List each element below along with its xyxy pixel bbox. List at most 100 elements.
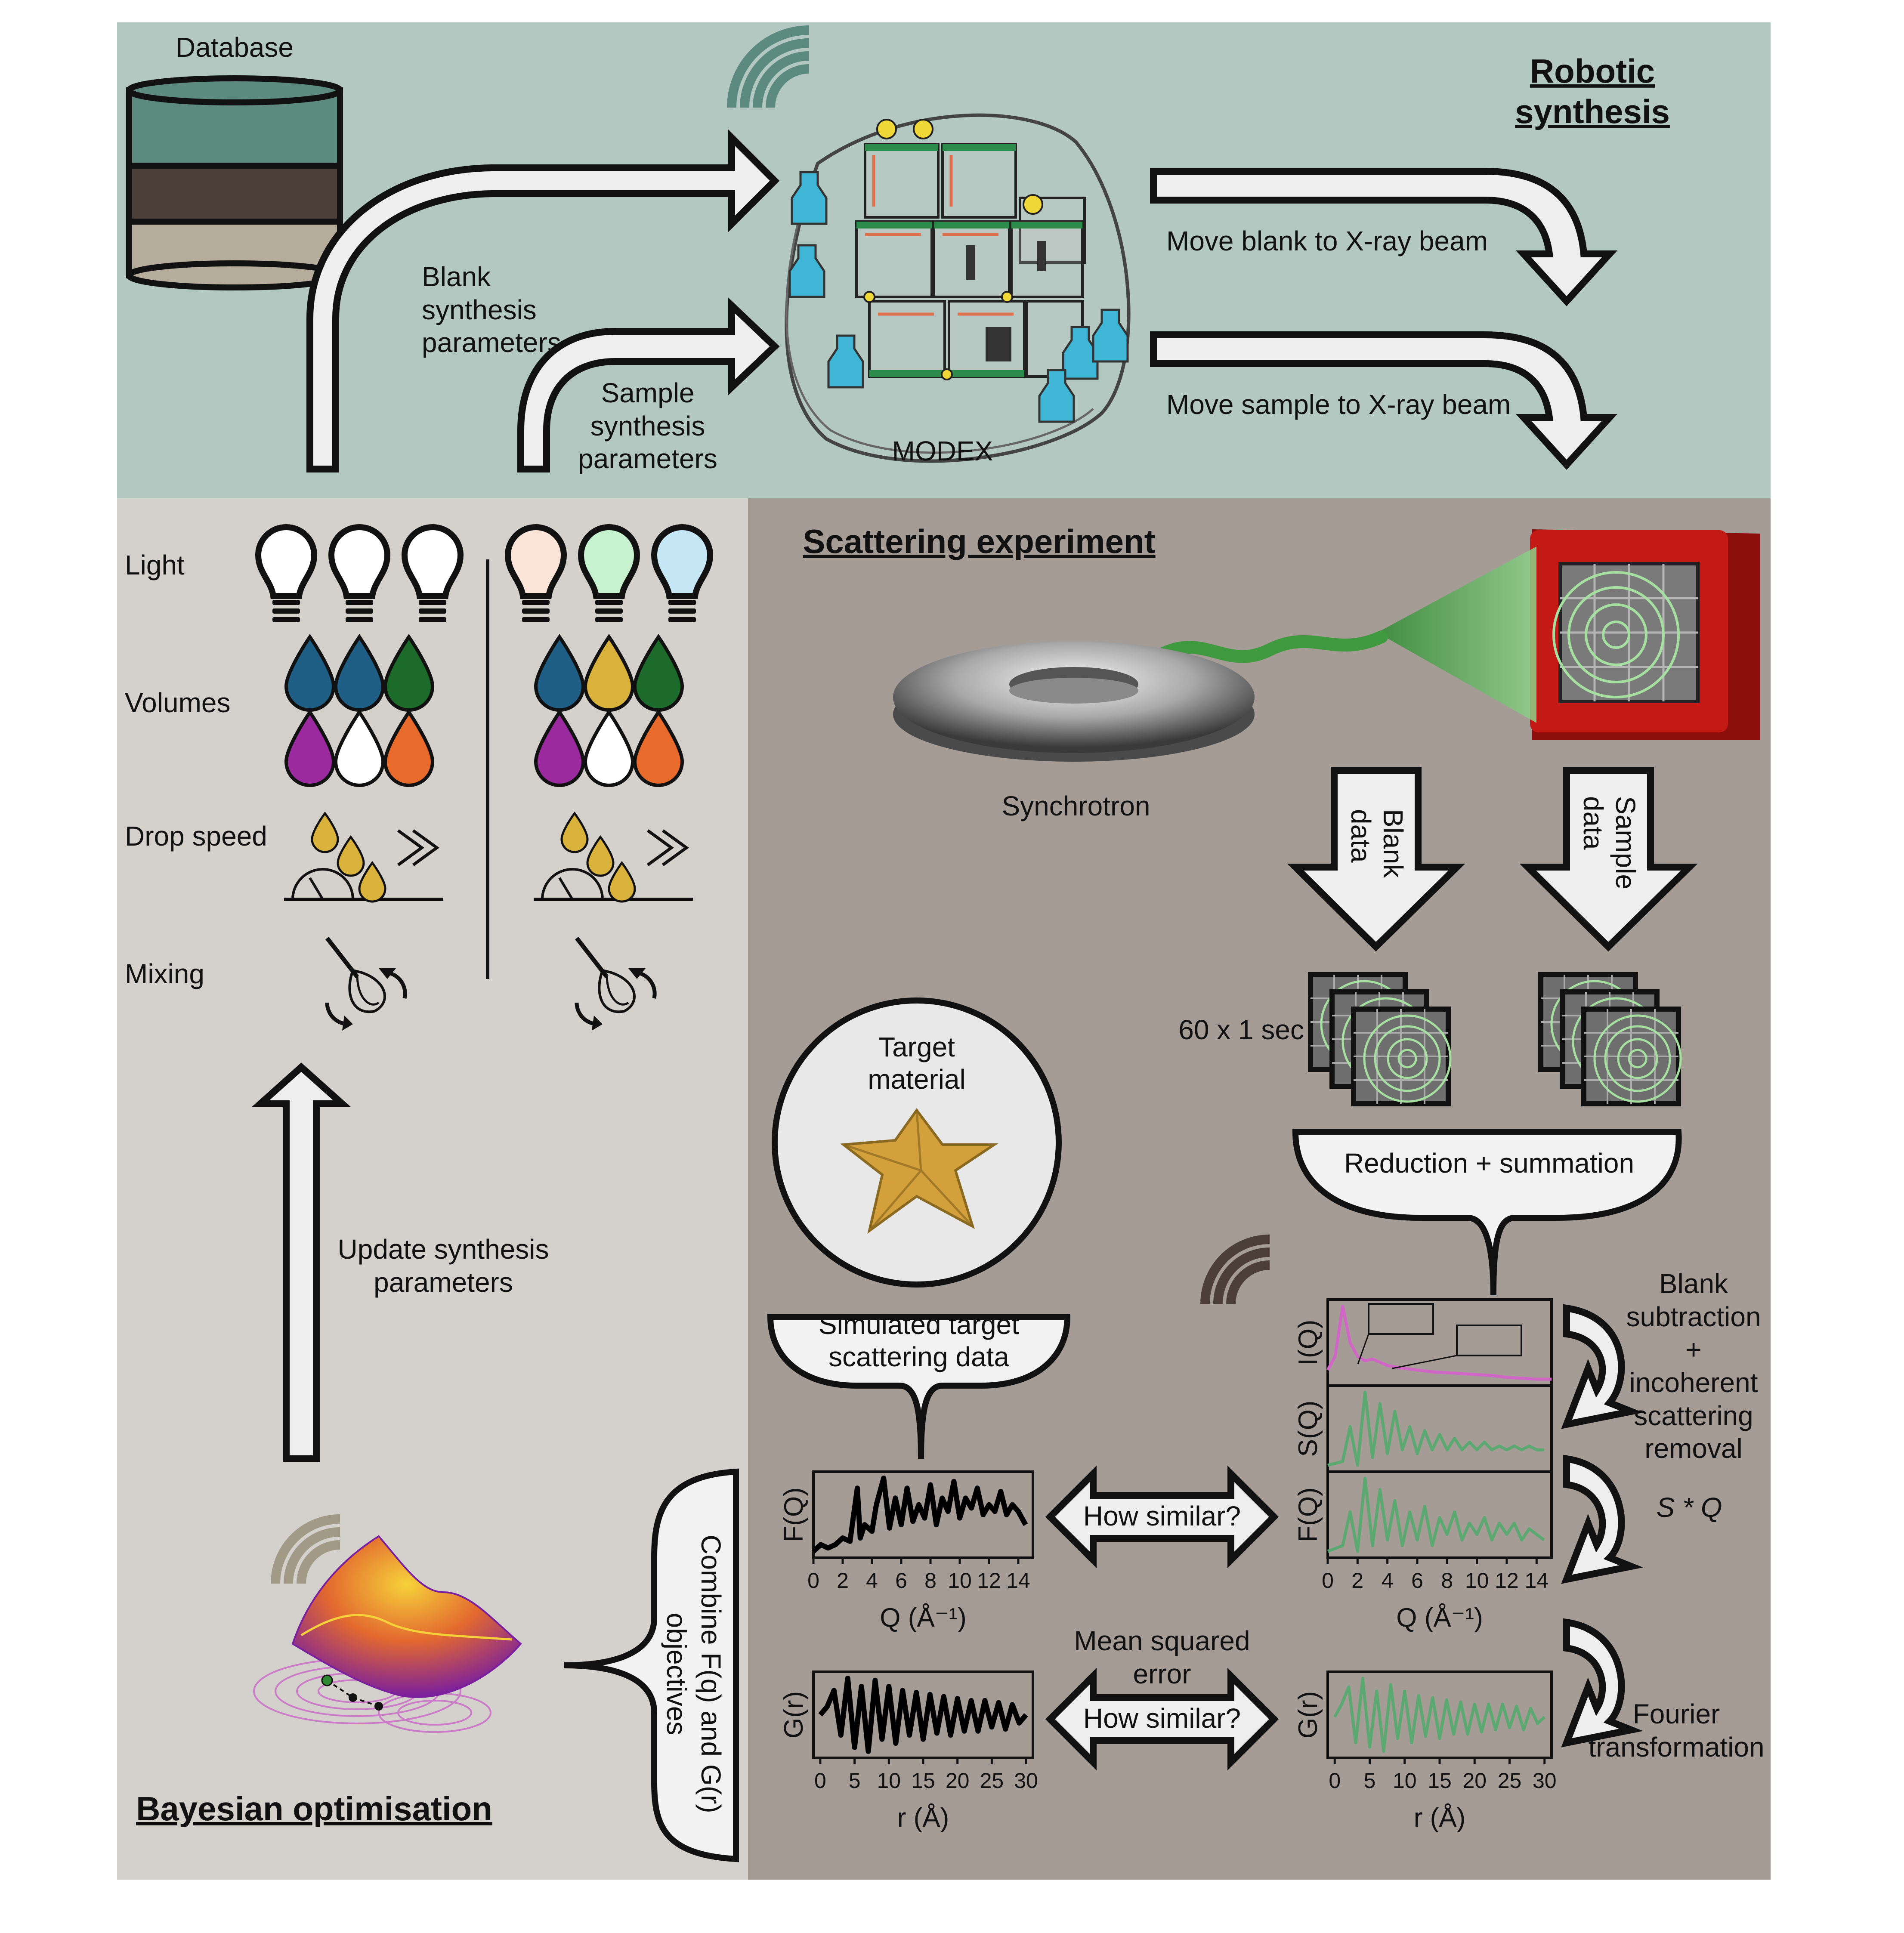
reduction-label: Reduction + summation bbox=[1344, 1148, 1634, 1179]
sample-params-line2: synthesis bbox=[590, 411, 705, 442]
drop-icon bbox=[334, 709, 385, 787]
robotic-title-line1: Robotic bbox=[1530, 52, 1655, 90]
chart-frame bbox=[1326, 1470, 1553, 1559]
bulb-icon bbox=[504, 524, 567, 622]
detector-frame bbox=[1351, 1007, 1452, 1106]
chart-xlabel: r (Å) bbox=[1414, 1803, 1466, 1833]
how-similar-label-gr: How similar? bbox=[1083, 1703, 1241, 1734]
chart-tick-label: 4 bbox=[866, 1569, 878, 1593]
chart-series-line bbox=[1327, 1476, 1545, 1553]
how-similar-arrow-gr bbox=[1045, 1667, 1279, 1771]
blank-subtraction-arrow bbox=[1561, 1304, 1643, 1429]
inset-box bbox=[1368, 1303, 1434, 1335]
blank-params-line3: parameters bbox=[422, 327, 561, 358]
chart-tick-label: 10 bbox=[1393, 1769, 1417, 1793]
drop-speed-icon-left bbox=[284, 811, 443, 903]
volume-drops-right bbox=[534, 633, 684, 787]
bayes-title: Bayesian optimisation bbox=[136, 1790, 492, 1828]
sample-data-line1: Sample bbox=[1610, 796, 1641, 889]
chart-tick-label: 30 bbox=[1014, 1769, 1038, 1793]
chart-ylabel: I(Q) bbox=[1293, 1320, 1323, 1366]
chart-xlabel: r (Å) bbox=[897, 1803, 949, 1833]
chart-ylabel: G(r) bbox=[1293, 1691, 1323, 1738]
reduction-bubble bbox=[1292, 1129, 1682, 1296]
wifi-icon-scatter bbox=[1200, 1235, 1270, 1304]
drop-icon bbox=[633, 709, 684, 787]
chart-xlabel: Q (Å⁻¹) bbox=[880, 1603, 966, 1633]
drop-speed-icon-right bbox=[534, 811, 693, 903]
sample-data-arrow bbox=[1519, 767, 1698, 952]
row-label-drop-speed: Drop speed bbox=[125, 821, 267, 852]
target-material-icon: Target material bbox=[772, 997, 1062, 1288]
xray-beam-cone bbox=[1377, 547, 1536, 723]
chart-tick-label: 0 bbox=[1329, 1769, 1341, 1793]
row-label-light: Light bbox=[125, 550, 185, 581]
inset-box bbox=[1456, 1325, 1522, 1356]
detector-icon bbox=[1530, 529, 1760, 740]
chart-ylabel: F(Q) bbox=[779, 1487, 809, 1542]
simulated-target-bubble bbox=[767, 1314, 1071, 1459]
combine-label-line2: objectives bbox=[661, 1613, 692, 1735]
chart-tick-label: 6 bbox=[1411, 1569, 1423, 1593]
drop-icon bbox=[383, 709, 435, 787]
fourier-arrow bbox=[1561, 1618, 1643, 1748]
bulb-icon bbox=[651, 524, 714, 622]
volume-drops-left bbox=[284, 633, 435, 787]
chart-tick-label: 10 bbox=[1465, 1569, 1489, 1593]
target-label-line1: Target bbox=[878, 1031, 955, 1062]
chart-tick-label: 2 bbox=[837, 1569, 849, 1593]
chart-series-line bbox=[1326, 1304, 1552, 1381]
modex-robot-icon bbox=[785, 113, 1131, 463]
chart-frame bbox=[812, 1470, 1034, 1559]
update-params-line1: Update synthesis bbox=[338, 1234, 549, 1265]
chart-tick-label: 2 bbox=[1351, 1569, 1363, 1593]
chart-tick-label: 20 bbox=[1462, 1769, 1487, 1793]
move-blank-label: Move blank to X-ray beam bbox=[1166, 225, 1488, 256]
bulb-icon bbox=[328, 524, 391, 622]
blank-data-line2: data bbox=[1345, 809, 1376, 863]
chart-tick-label: 12 bbox=[1495, 1569, 1519, 1593]
light-bulbs-left bbox=[255, 524, 464, 622]
fourier-line2: transformation bbox=[1588, 1732, 1764, 1763]
fourier-line1: Fourier bbox=[1633, 1698, 1720, 1729]
chart-xlabel: Q (Å⁻¹) bbox=[1396, 1603, 1483, 1633]
detector-frame bbox=[1581, 1007, 1682, 1106]
blank-sub-line2: subtraction bbox=[1626, 1301, 1761, 1332]
chart-tick-label: 12 bbox=[977, 1569, 1001, 1593]
chart-ylabel: F(Q) bbox=[1293, 1487, 1323, 1542]
target-label-line2: material bbox=[868, 1064, 966, 1095]
update-params-line2: parameters bbox=[374, 1267, 513, 1298]
chart-ylabel: S(Q) bbox=[1293, 1401, 1323, 1457]
sim-label-line1: Simulated target bbox=[819, 1309, 1019, 1340]
chart-tick-label: 15 bbox=[911, 1769, 935, 1793]
bulb-icon bbox=[401, 524, 464, 622]
move-sample-arrow bbox=[1150, 331, 1618, 470]
move-sample-label: Move sample to X-ray beam bbox=[1166, 389, 1511, 420]
chart-tick-label: 25 bbox=[980, 1769, 1004, 1793]
chart-ylabel: G(r) bbox=[779, 1691, 809, 1738]
blank-data-line1: Blank bbox=[1378, 809, 1409, 878]
drop-icon bbox=[534, 709, 585, 787]
sample-params-arrow bbox=[517, 297, 780, 472]
row-label-mixing: Mixing bbox=[125, 958, 204, 989]
blank-params-line1: Blank bbox=[422, 261, 491, 292]
whisk-icon-right bbox=[575, 936, 657, 1031]
wifi-icon-robotic bbox=[727, 25, 810, 108]
chart-tick-label: 4 bbox=[1382, 1569, 1394, 1593]
robotic-panel bbox=[117, 22, 1771, 498]
update-params-arrow bbox=[251, 1062, 351, 1462]
bayesian-surface-icon bbox=[253, 1535, 522, 1733]
blank-data-arrow bbox=[1287, 767, 1465, 952]
chart-tick-label: 20 bbox=[946, 1769, 970, 1793]
chart-tick-label: 15 bbox=[1428, 1769, 1452, 1793]
exposure-label: 60 x 1 sec bbox=[1178, 1014, 1304, 1045]
blank-sub-line5: scattering bbox=[1634, 1400, 1753, 1431]
sq-label: S * Q bbox=[1657, 1492, 1722, 1523]
chart-tick-label: 5 bbox=[849, 1769, 861, 1793]
mse-label-line2: error bbox=[1133, 1658, 1191, 1689]
